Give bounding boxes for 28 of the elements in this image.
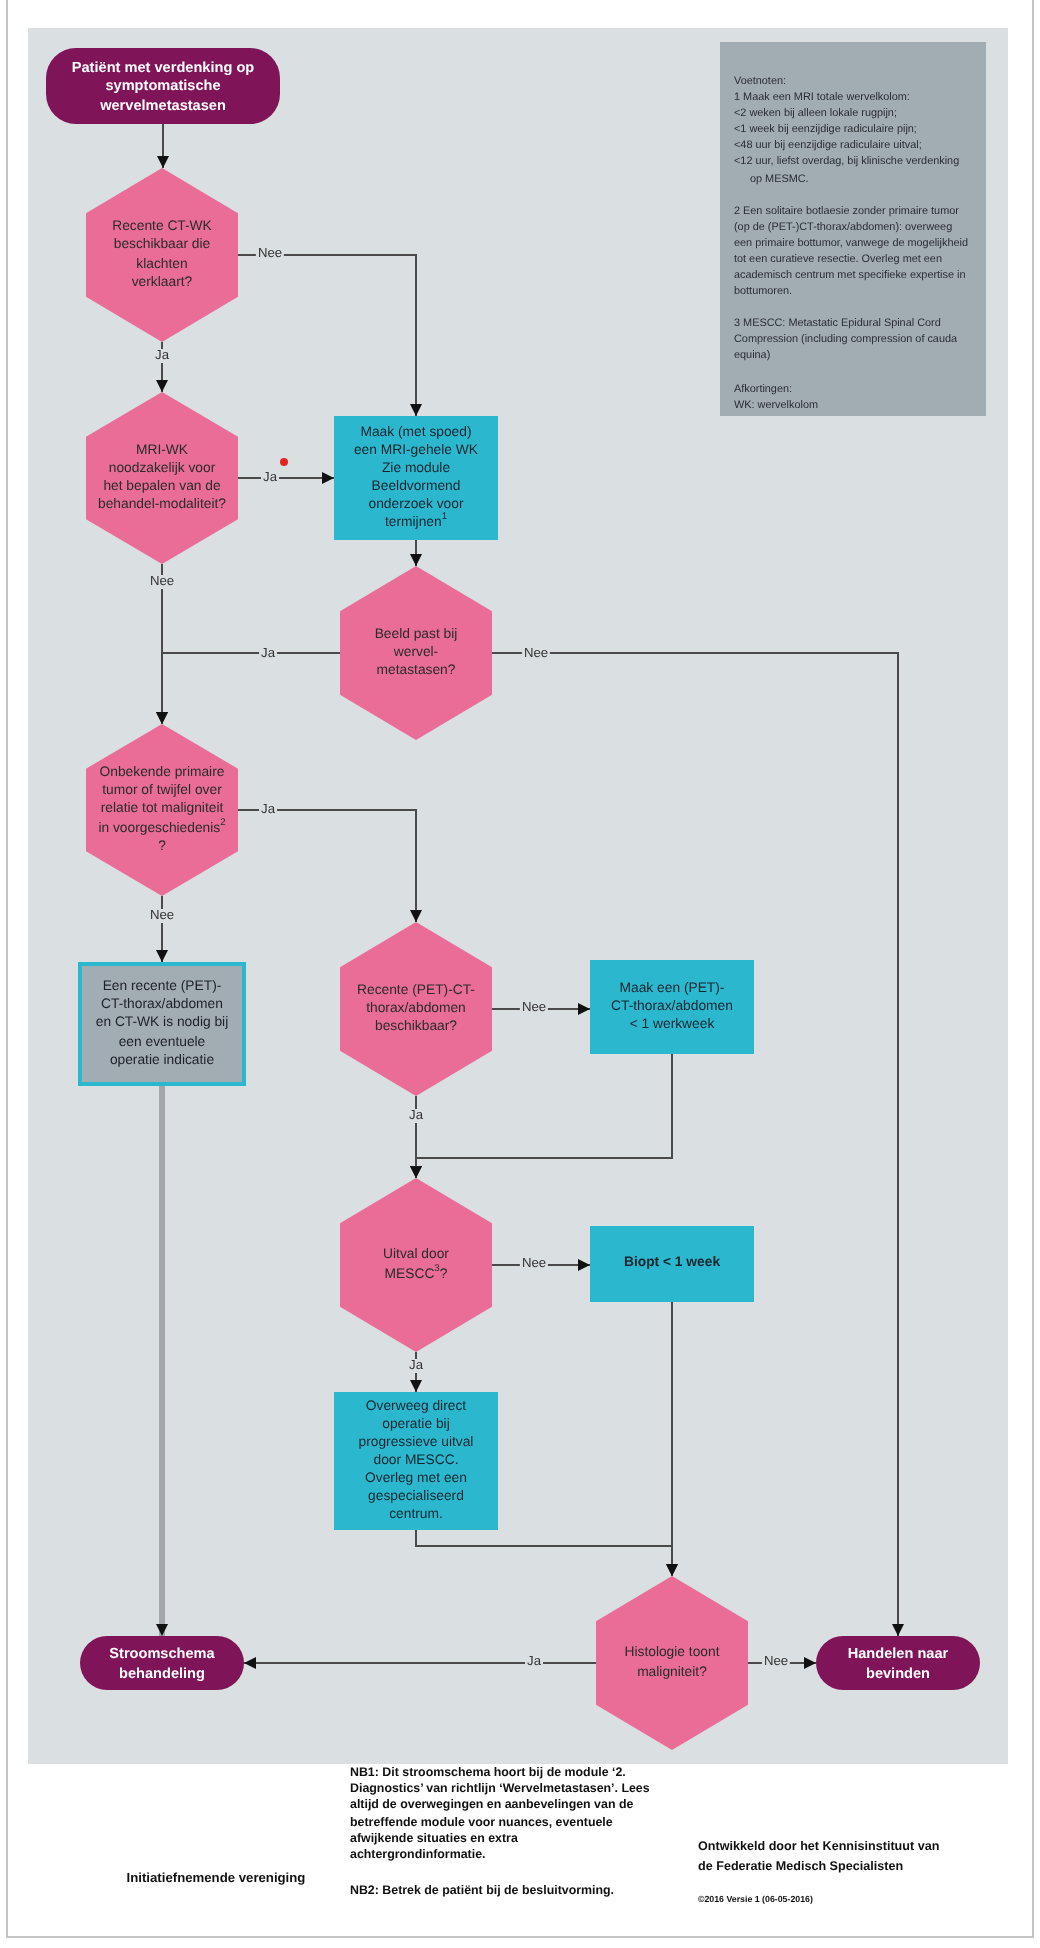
flow-arrow [237,809,422,923]
flow-arrow [157,123,169,169]
flow-arrow [237,254,422,417]
flow-arrow [243,1657,597,1669]
decision-hexagon [86,392,238,564]
decision-hexagon [596,1576,748,1750]
decision-hexagon [86,168,238,342]
decision-hexagon [86,724,238,896]
process-box [590,960,754,1054]
process-box [590,1226,754,1302]
flow-arrow [491,652,904,1637]
decision-hexagon [340,922,492,1096]
terminal-pill [80,1636,244,1690]
terminal-pill [816,1636,980,1690]
footnote-panel [720,42,986,416]
flow-arrow [156,652,341,725]
flow-arrow [237,472,335,484]
decision-hexagon [340,566,492,740]
flow-arrow [410,1053,673,1179]
process-box [334,1392,498,1530]
flow-arrow [410,539,422,567]
flow-arrow [156,1086,168,1636]
process-box [334,416,498,540]
info-box [78,962,246,1086]
flow-arrow [415,1529,678,1577]
decision-hexagon [340,1178,492,1352]
terminal-pill [46,48,280,124]
flow-arrow [156,895,168,963]
